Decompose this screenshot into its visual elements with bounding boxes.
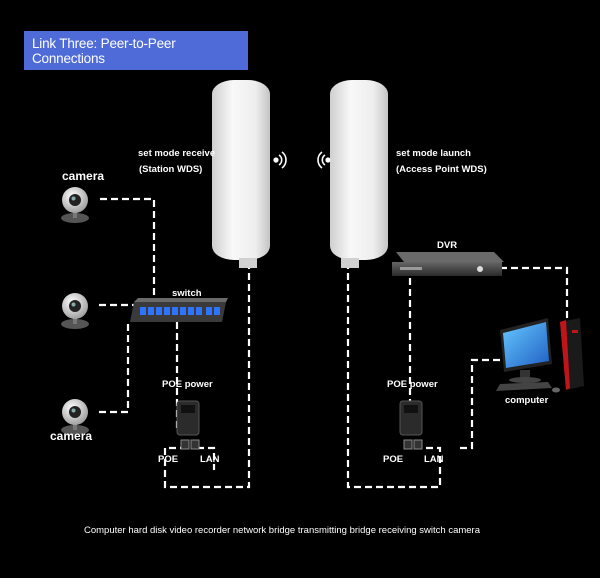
page-title: Link Three: Peer-to-Peer Connections xyxy=(24,31,248,70)
cable-bridge-right-poe xyxy=(346,262,442,489)
label-right-mode: set mode launch xyxy=(396,148,471,159)
label-computer: computer xyxy=(505,395,549,406)
label-camera: camera xyxy=(62,169,105,183)
label-right-mode-sub: (Access Point WDS) xyxy=(396,164,487,175)
switch-icon xyxy=(130,298,228,322)
computer-icon xyxy=(496,318,584,393)
cable-camera3-switch xyxy=(99,322,130,414)
cable-dvr-computer xyxy=(500,266,569,322)
label-poe-right: POE xyxy=(383,454,404,465)
poe-adapter-icon xyxy=(399,400,423,450)
cable-camera1-switch xyxy=(100,197,156,300)
label-camera-bottom: camera xyxy=(50,429,93,443)
wifi-signal-icon xyxy=(317,151,331,169)
label-lan-left: LAN xyxy=(200,454,220,465)
poe-adapter-icon xyxy=(176,400,200,450)
diagram-caption: Computer hard disk video recorder networ… xyxy=(84,525,481,536)
cable-bridge-left-poe xyxy=(163,262,251,489)
camera-icon xyxy=(61,187,89,223)
wifi-signal-icon xyxy=(273,151,287,169)
label-poe-power-right: POE power xyxy=(387,379,438,390)
cable-poe-left-lan xyxy=(197,446,216,470)
label-left-mode: set mode receive xyxy=(138,148,216,159)
label-left-mode-sub: (Station WDS) xyxy=(139,164,203,175)
cable-poe-right-computer xyxy=(460,358,500,450)
label-dvr: DVR xyxy=(437,240,458,251)
bridge-left-icon xyxy=(212,80,270,268)
bridge-right-icon xyxy=(330,80,388,268)
label-switch: switch xyxy=(172,288,202,299)
camera-icon xyxy=(61,399,89,435)
dvr-icon xyxy=(392,252,504,276)
camera-icon xyxy=(61,293,89,329)
label-poe-power-left: POE power xyxy=(162,379,213,390)
label-poe-left: POE xyxy=(158,454,179,465)
label-lan-right: LAN xyxy=(424,454,444,465)
